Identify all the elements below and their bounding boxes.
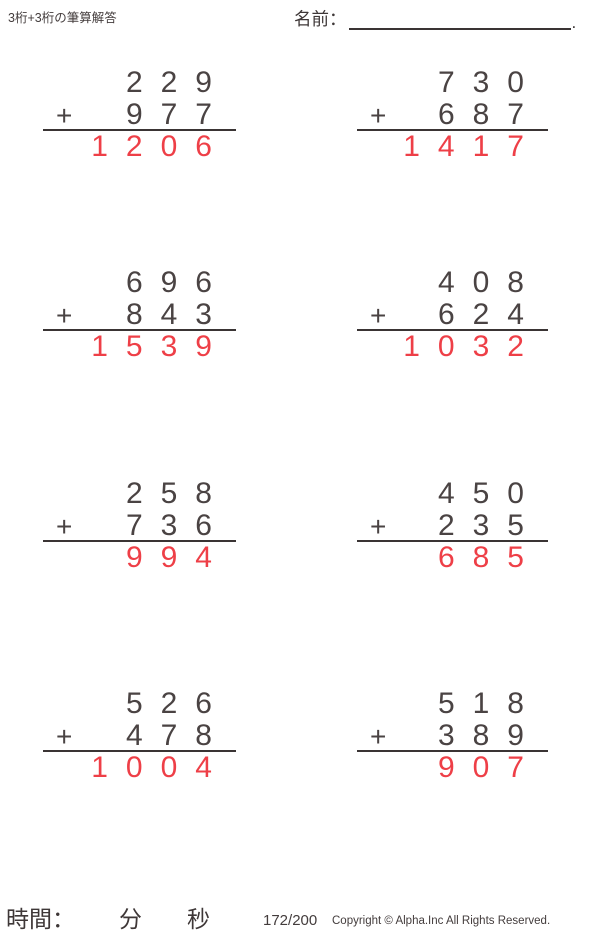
minutes-label: 分 bbox=[119, 906, 142, 932]
addend-2-row: +478 bbox=[43, 720, 236, 752]
addend-1-row: 408 bbox=[357, 267, 548, 299]
addend-2: 235 bbox=[437, 509, 542, 542]
addend-1-row: 730 bbox=[357, 67, 548, 99]
answer-row: 907 bbox=[357, 752, 548, 784]
addend-1-row: 229 bbox=[43, 67, 236, 99]
addend-1: 730 bbox=[437, 66, 542, 99]
time-label: 時間： bbox=[6, 906, 75, 932]
addition-problem-7: 526 +478 1004 bbox=[43, 688, 236, 784]
addend-2-row: +843 bbox=[43, 299, 236, 331]
answer-value: 994 bbox=[125, 541, 230, 574]
addition-problem-6: 450 +235 685 bbox=[357, 478, 548, 574]
plus-icon: + bbox=[56, 100, 73, 131]
addend-1: 518 bbox=[437, 687, 542, 720]
addend-1: 696 bbox=[125, 266, 230, 299]
answer-value: 1539 bbox=[91, 330, 230, 363]
addend-2-row: +687 bbox=[357, 99, 548, 131]
plus-icon: + bbox=[370, 511, 387, 542]
addition-problem-1: 229 +977 1206 bbox=[43, 67, 236, 163]
time-field: 時間： 分 秒 bbox=[6, 900, 226, 938]
plus-icon: + bbox=[370, 100, 387, 131]
addend-2: 624 bbox=[437, 298, 542, 331]
addend-1-row: 696 bbox=[43, 267, 236, 299]
addend-2: 389 bbox=[437, 719, 542, 752]
plus-icon: + bbox=[56, 300, 73, 331]
addend-1: 450 bbox=[437, 477, 542, 510]
addend-2: 736 bbox=[125, 509, 230, 542]
name-line-period: . bbox=[571, 13, 577, 32]
plus-icon: + bbox=[370, 721, 387, 752]
addend-2-row: +389 bbox=[357, 720, 548, 752]
addend-1: 408 bbox=[437, 266, 542, 299]
addend-1-row: 518 bbox=[357, 688, 548, 720]
plus-icon: + bbox=[56, 511, 73, 542]
addend-2: 687 bbox=[437, 98, 542, 131]
page-number: 172/200 bbox=[263, 912, 318, 929]
answer-value: 1004 bbox=[91, 751, 230, 784]
name-field: 名前： . bbox=[294, 8, 577, 32]
answer-row: 1032 bbox=[357, 331, 548, 363]
copyright-notice: Copyright © Alpha.Inc All Rights Reserve… bbox=[332, 915, 551, 927]
answer-row: 685 bbox=[357, 542, 548, 574]
answer-row: 1539 bbox=[43, 331, 236, 363]
addend-1: 258 bbox=[125, 477, 230, 510]
addend-1: 229 bbox=[125, 66, 230, 99]
addend-2: 478 bbox=[125, 719, 230, 752]
addition-problem-2: 730 +687 1417 bbox=[357, 67, 548, 163]
addend-1-row: 526 bbox=[43, 688, 236, 720]
addend-1-row: 450 bbox=[357, 478, 548, 510]
addend-2: 843 bbox=[125, 298, 230, 331]
seconds-label: 秒 bbox=[187, 906, 210, 932]
addition-problem-8: 518 +389 907 bbox=[357, 688, 548, 784]
addend-2-row: +624 bbox=[357, 299, 548, 331]
answer-row: 1417 bbox=[357, 131, 548, 163]
plus-icon: + bbox=[56, 721, 73, 752]
answer-value: 1417 bbox=[403, 130, 542, 163]
answer-row: 994 bbox=[43, 542, 236, 574]
addend-2-row: +977 bbox=[43, 99, 236, 131]
name-blank-line bbox=[348, 9, 571, 30]
addition-problem-5: 258 +736 994 bbox=[43, 478, 236, 574]
addend-1: 526 bbox=[125, 687, 230, 720]
answer-value: 1206 bbox=[91, 130, 230, 163]
addition-problem-3: 696 +843 1539 bbox=[43, 267, 236, 363]
addend-1-row: 258 bbox=[43, 478, 236, 510]
name-label: 名前： bbox=[294, 9, 347, 29]
answer-row: 1206 bbox=[43, 131, 236, 163]
addend-2-row: +736 bbox=[43, 510, 236, 542]
answer-value: 685 bbox=[437, 541, 542, 574]
answer-value: 1032 bbox=[403, 330, 542, 363]
plus-icon: + bbox=[370, 300, 387, 331]
addend-2-row: +235 bbox=[357, 510, 548, 542]
addition-problem-4: 408 +624 1032 bbox=[357, 267, 548, 363]
page-title: 3桁+3桁の筆算解答 bbox=[8, 11, 117, 25]
addend-2: 977 bbox=[125, 98, 230, 131]
answer-value: 907 bbox=[437, 751, 542, 784]
answer-row: 1004 bbox=[43, 752, 236, 784]
